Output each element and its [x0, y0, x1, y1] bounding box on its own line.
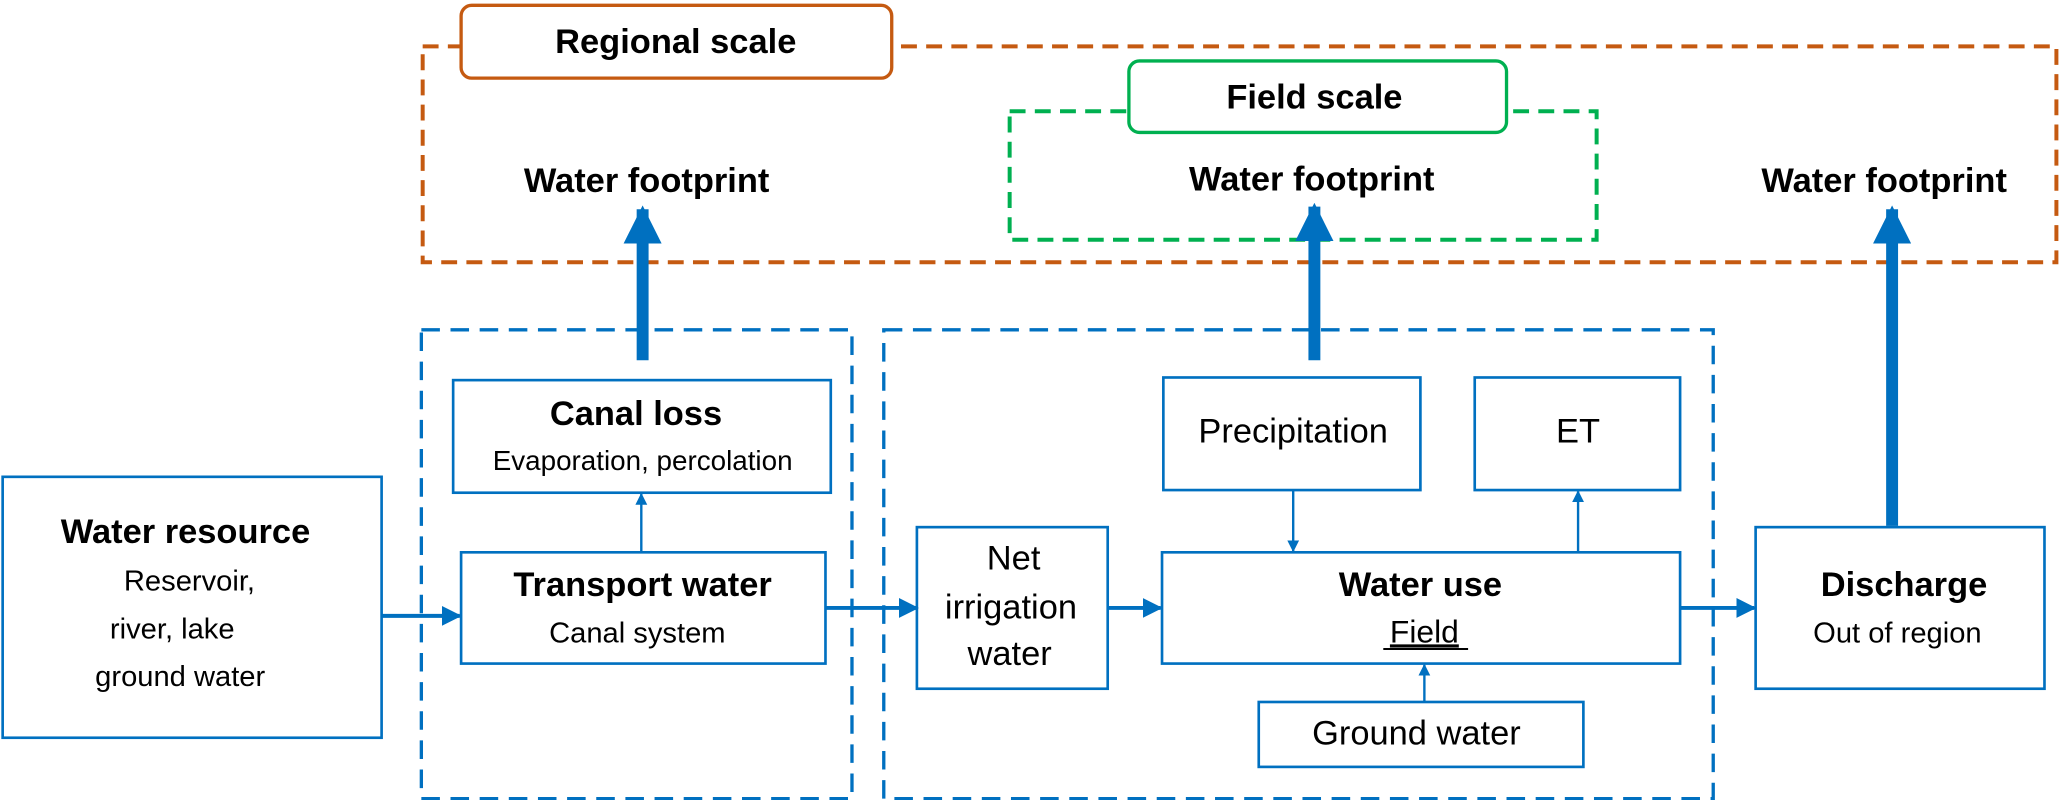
- et-label: ET: [1556, 412, 1600, 450]
- node-precipitation: Precipitation: [1162, 376, 1422, 492]
- water-footprint-left: Water footprint: [524, 162, 770, 200]
- regional-scale-text: Regional scale: [555, 23, 796, 61]
- transport-water-title: Transport water: [513, 566, 771, 604]
- water-use-subtitle: Field: [1390, 613, 1459, 649]
- field-group-region: [882, 328, 1715, 800]
- node-transport-water: Transport water Canal system: [459, 550, 827, 665]
- water-use-title: Water use: [1339, 566, 1502, 604]
- discharge-subtitle: Out of region: [1813, 617, 1981, 649]
- node-canal-loss: Canal loss Evaporation, percolation: [451, 378, 833, 495]
- ground-water-label: Ground water: [1312, 714, 1521, 752]
- water-resource-line-1: Reservoir,: [124, 566, 255, 598]
- discharge-title: Discharge: [1821, 566, 1988, 604]
- transport-group-region: [419, 328, 854, 800]
- water-footprint-center: Water footprint: [1189, 161, 1435, 199]
- net-irrigation-line-1: Net: [987, 540, 1041, 578]
- canal-loss-subtitle: Evaporation, percolation: [493, 445, 793, 476]
- net-irrigation-line-2: irrigation: [945, 589, 1077, 627]
- node-et: ET: [1473, 376, 1682, 492]
- node-water-use: Water use Field: [1160, 550, 1682, 665]
- field-scale-label: Field scale: [1127, 59, 1509, 135]
- transport-water-subtitle: Canal system: [549, 617, 725, 649]
- node-net-irrigation-water: Net irrigation water: [915, 525, 1110, 691]
- node-discharge: Discharge Out of region: [1754, 525, 2046, 691]
- canal-loss-title: Canal loss: [550, 395, 722, 433]
- node-ground-water: Ground water: [1257, 700, 1585, 769]
- water-footprint-right: Water footprint: [1761, 162, 2007, 200]
- precipitation-label: Precipitation: [1198, 412, 1388, 450]
- field-scale-text: Field scale: [1226, 79, 1402, 117]
- regional-scale-region: [420, 44, 2059, 265]
- water-resource-line-3: ground water: [95, 661, 265, 693]
- node-water-resource: Water resource Reservoir, river, lake gr…: [1, 475, 383, 740]
- water-resource-title: Water resource: [61, 513, 311, 551]
- net-irrigation-line-3: water: [967, 635, 1052, 673]
- regional-scale-label: Regional scale: [459, 3, 894, 80]
- water-resource-line-2: river, lake: [110, 613, 235, 645]
